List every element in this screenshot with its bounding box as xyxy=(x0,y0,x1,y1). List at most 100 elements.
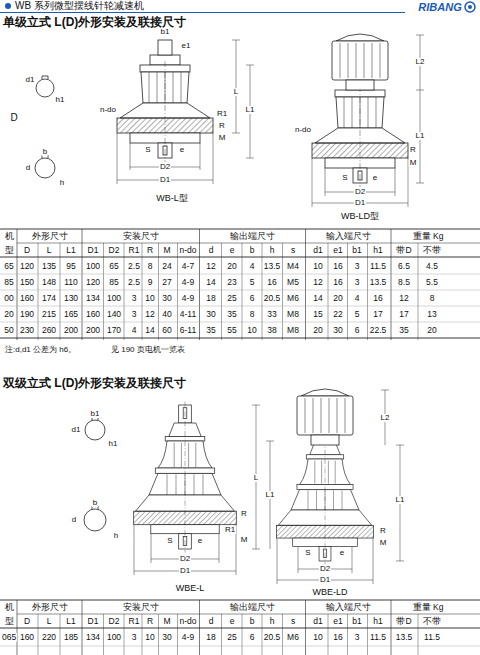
table-cell: 160 xyxy=(19,294,35,303)
drawing-stroke xyxy=(158,40,172,55)
table-cell: 130 xyxy=(63,294,79,303)
table-cell: n-do xyxy=(178,617,197,626)
table-cell: 30 xyxy=(332,326,343,335)
table-cell: 13.5 xyxy=(395,633,414,642)
shaft-detail xyxy=(35,76,106,531)
table-cell: 4-9 xyxy=(181,294,195,303)
table-cell: L xyxy=(46,617,53,626)
dimension-label: n-do xyxy=(99,106,117,114)
figure-caption: WB-L型 xyxy=(155,194,189,203)
dimension-label: D1 xyxy=(179,567,191,575)
table-cell: b1 xyxy=(351,617,362,626)
heading: 单级立式 L(D)外形安装及联接尺寸 xyxy=(2,16,187,28)
table-cell: 148 xyxy=(41,278,57,287)
table-cell: 65 xyxy=(108,262,119,271)
table-cell: 输出端尺寸 xyxy=(229,603,276,612)
table-cell: 5 xyxy=(249,278,256,287)
dimension-label: L1 xyxy=(395,496,406,504)
table-cell: 18 xyxy=(205,294,216,303)
table-cell: 140 xyxy=(106,310,122,319)
dimension-label: b xyxy=(42,148,48,156)
dimension-label: L2 xyxy=(415,58,426,66)
table-cell: 24 xyxy=(161,262,172,271)
table-cell: h xyxy=(269,246,276,255)
dimension-label: b1 xyxy=(160,28,171,36)
table-cell: 型 xyxy=(4,246,15,255)
table-cell: M6 xyxy=(286,294,300,303)
table-cell: 20.5 xyxy=(263,294,282,303)
drawing-stroke xyxy=(0,229,480,338)
table-cell: 输入端尺寸 xyxy=(325,603,372,612)
table-cell: 5.5 xyxy=(425,278,439,287)
table-cell: L1 xyxy=(65,617,76,626)
logo: RIBANG xyxy=(417,2,462,13)
dimension-label: L xyxy=(233,88,239,96)
table-cell: 11.5 xyxy=(369,633,387,642)
table-cell: 16 xyxy=(332,278,343,287)
drawing-stroke xyxy=(332,34,388,90)
dimension-label: D2 xyxy=(354,188,366,196)
table-cell: 重量 Kg xyxy=(412,232,445,241)
table-cell: 30 xyxy=(161,294,172,303)
table-cell: 17 xyxy=(398,310,409,319)
table-cell: 11.5 xyxy=(423,633,441,642)
table-cell: 35 xyxy=(226,310,237,319)
table-cell: n-do xyxy=(178,246,197,255)
dimension-label: D2 xyxy=(179,555,191,563)
drawing-stroke xyxy=(36,79,54,97)
table-cell: 95 xyxy=(65,262,76,271)
table-cell: b xyxy=(249,617,256,626)
table-cell: 23 xyxy=(226,278,237,287)
table-cell: 30 xyxy=(161,633,172,642)
dimension-label: e xyxy=(197,537,203,545)
table-cell: D1 xyxy=(87,246,100,255)
table-cell: d1 xyxy=(312,246,323,255)
drawing-stroke xyxy=(134,525,236,575)
dimension-label: M xyxy=(218,134,227,142)
table-cell: 150 xyxy=(19,278,35,287)
table-cell: 安装尺寸 xyxy=(122,603,160,612)
dimension-label: R xyxy=(379,527,387,535)
table-cell: 4.5 xyxy=(425,262,439,271)
table-cell: 4 xyxy=(354,294,361,303)
dimension-label: e1 xyxy=(181,42,192,50)
dimension-label: b1 xyxy=(90,410,101,418)
table-cell: 11.5 xyxy=(369,262,387,271)
table-cell: 型 xyxy=(4,617,15,626)
table-cell: 215 xyxy=(41,310,57,319)
table-cell: M5 xyxy=(286,278,300,287)
table-cell: R1 xyxy=(128,246,141,255)
table-cell: 35 xyxy=(398,326,409,335)
drawing-stroke xyxy=(17,229,418,340)
table-cell: 190 xyxy=(19,310,35,319)
table-cell: 5 xyxy=(354,310,361,319)
table-cell: 120 xyxy=(85,278,101,287)
dimension-label: d xyxy=(25,164,31,172)
table-cell: 带D xyxy=(395,617,412,626)
table-cell: 12 xyxy=(205,262,216,271)
dimension-label: M xyxy=(409,159,418,167)
table-cell: 9 xyxy=(147,278,154,287)
table-cell: e xyxy=(229,246,236,255)
table-cell: 50 xyxy=(3,326,14,335)
table-cell: 4 xyxy=(249,262,256,271)
dimension-label: S xyxy=(166,537,173,545)
table-cell: 13.5 xyxy=(263,262,282,271)
table-cell: 3 xyxy=(131,294,138,303)
table-cell: 170 xyxy=(106,326,122,335)
table-cell: 3 xyxy=(131,310,138,319)
table-cell: 8 xyxy=(147,262,154,271)
dimension-label: D xyxy=(9,113,18,123)
table-cell: D xyxy=(23,617,31,626)
table-cell: 重量 Kg xyxy=(412,603,445,612)
drawing-stroke xyxy=(297,389,353,445)
dimension-label: L1 xyxy=(265,491,276,499)
table-cell: 机 xyxy=(4,603,15,612)
table-cell: D2 xyxy=(108,617,121,626)
heading: 双级立式 L(D)外形安装及联接尺寸 xyxy=(2,377,187,389)
table-cell: 10 xyxy=(312,633,323,642)
dimension-label: M xyxy=(240,536,249,544)
figure-caption: WB-LD型 xyxy=(340,212,380,221)
table-cell: s xyxy=(290,246,296,255)
